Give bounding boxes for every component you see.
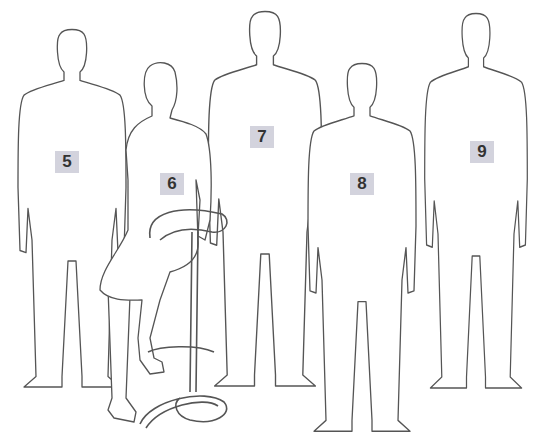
stool-base [146, 402, 218, 428]
bar-stool [140, 210, 227, 428]
callout-number: 7 [250, 126, 274, 148]
callout-number: 6 [160, 173, 184, 195]
stool-seat [150, 210, 227, 240]
callout-number: 8 [350, 173, 374, 195]
person-silhouette [308, 63, 416, 431]
leg-outline [108, 288, 136, 422]
callout-number: 5 [55, 151, 79, 173]
stool-footrest [148, 347, 214, 352]
person-silhouette [425, 13, 528, 388]
stool-pole [190, 232, 198, 392]
person-silhouette [208, 11, 321, 386]
seated-woman-silhouette [100, 63, 211, 422]
body-outline [100, 63, 211, 374]
callout-number: 9 [470, 141, 494, 163]
